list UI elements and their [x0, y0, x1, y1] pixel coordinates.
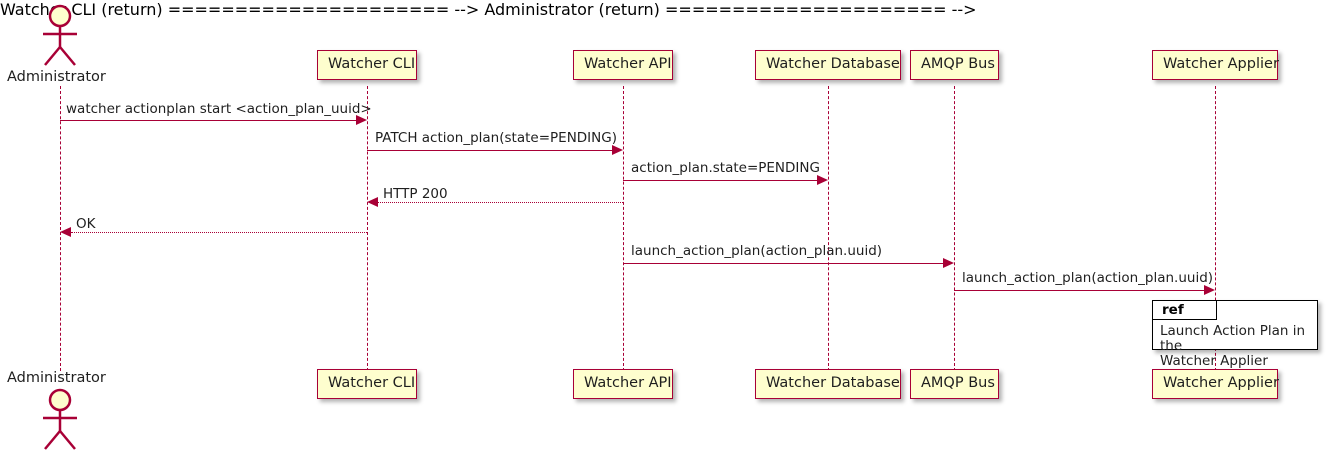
message-line-2 — [367, 150, 612, 151]
message-label-7: launch_action_plan(action_plan.uuid) — [962, 270, 1214, 286]
participant-label: AMQP Bus — [921, 375, 995, 391]
message-label-2: PATCH action_plan(state=PENDING) — [375, 130, 617, 146]
ref-fragment-tab — [1153, 301, 1217, 320]
participant-watcher-database-bottom[interactable]: Watcher Database — [755, 369, 901, 399]
participant-watcher-cli-bottom[interactable]: Watcher CLI — [317, 369, 417, 399]
lifeline-watcher-api — [623, 86, 624, 371]
message-line-5 — [71, 232, 367, 233]
participant-watcher-applier-top[interactable]: Watcher Applier — [1152, 50, 1279, 80]
participant-label: Watcher Applier — [1163, 375, 1279, 391]
actor-administrator-bottom — [37, 388, 83, 450]
participant-label: Watcher CLI — [328, 375, 416, 391]
lifeline-watcher-database — [828, 86, 829, 371]
actor-administrator-top — [37, 4, 83, 66]
participant-amqp-bus-top[interactable]: AMQP Bus — [910, 50, 999, 80]
participant-label: Watcher Database — [766, 56, 900, 72]
participant-label: Watcher Applier — [1163, 56, 1279, 72]
message-label-1: watcher actionplan start <action_plan_uu… — [66, 101, 372, 117]
participant-watcher-api-top[interactable]: Watcher API — [573, 50, 673, 80]
message-arrowhead-7 — [1204, 285, 1215, 295]
message-arrowhead-4 — [367, 197, 378, 207]
participant-label: Watcher Database — [766, 375, 900, 391]
participant-label: Watcher CLI — [328, 56, 416, 72]
ref-fragment-body: Launch Action Plan in the Watcher Applie… — [1160, 323, 1306, 369]
lifeline-watcher-applier — [1215, 86, 1216, 371]
message-arrowhead-1 — [356, 115, 367, 125]
participant-watcher-applier-bottom[interactable]: Watcher Applier — [1152, 369, 1279, 399]
message-line-7 — [954, 290, 1204, 291]
message-line-3 — [623, 180, 817, 181]
message-arrowhead-5 — [60, 227, 71, 237]
message-arrowhead-6 — [943, 258, 954, 268]
ref-fragment[interactable]: ref Launch Action Plan in the Watcher Ap… — [1152, 300, 1318, 369]
participant-watcher-cli-top[interactable]: Watcher CLI — [317, 50, 417, 80]
participant-label: AMQP Bus — [921, 56, 995, 72]
message-line-1 — [60, 120, 356, 121]
message-arrowhead-2 — [612, 145, 623, 155]
actor-label-administrator-top: Administrator — [7, 69, 106, 85]
participant-watcher-api-bottom[interactable]: Watcher API — [573, 369, 673, 399]
participant-label: Watcher API — [584, 375, 672, 391]
message-label-6: launch_action_plan(action_plan.uuid) — [631, 243, 883, 259]
participant-amqp-bus-bottom[interactable]: AMQP Bus — [910, 369, 999, 399]
lifeline-watcher-cli — [367, 86, 368, 371]
actor-label-administrator-bottom: Administrator — [7, 370, 106, 386]
message-label-3: action_plan.state=PENDING — [631, 160, 820, 176]
message-label-5: OK — [76, 216, 96, 232]
message-label-4: HTTP 200 — [383, 186, 448, 202]
message-arrowhead-3 — [817, 175, 828, 185]
message-line-6 — [623, 263, 943, 264]
lifeline-amqp-bus — [954, 86, 955, 371]
participant-watcher-database-top[interactable]: Watcher Database — [755, 50, 901, 80]
message-line-4 — [378, 202, 623, 203]
ref-fragment-tab-label: ref — [1162, 302, 1184, 318]
participant-label: Watcher API — [584, 56, 672, 72]
